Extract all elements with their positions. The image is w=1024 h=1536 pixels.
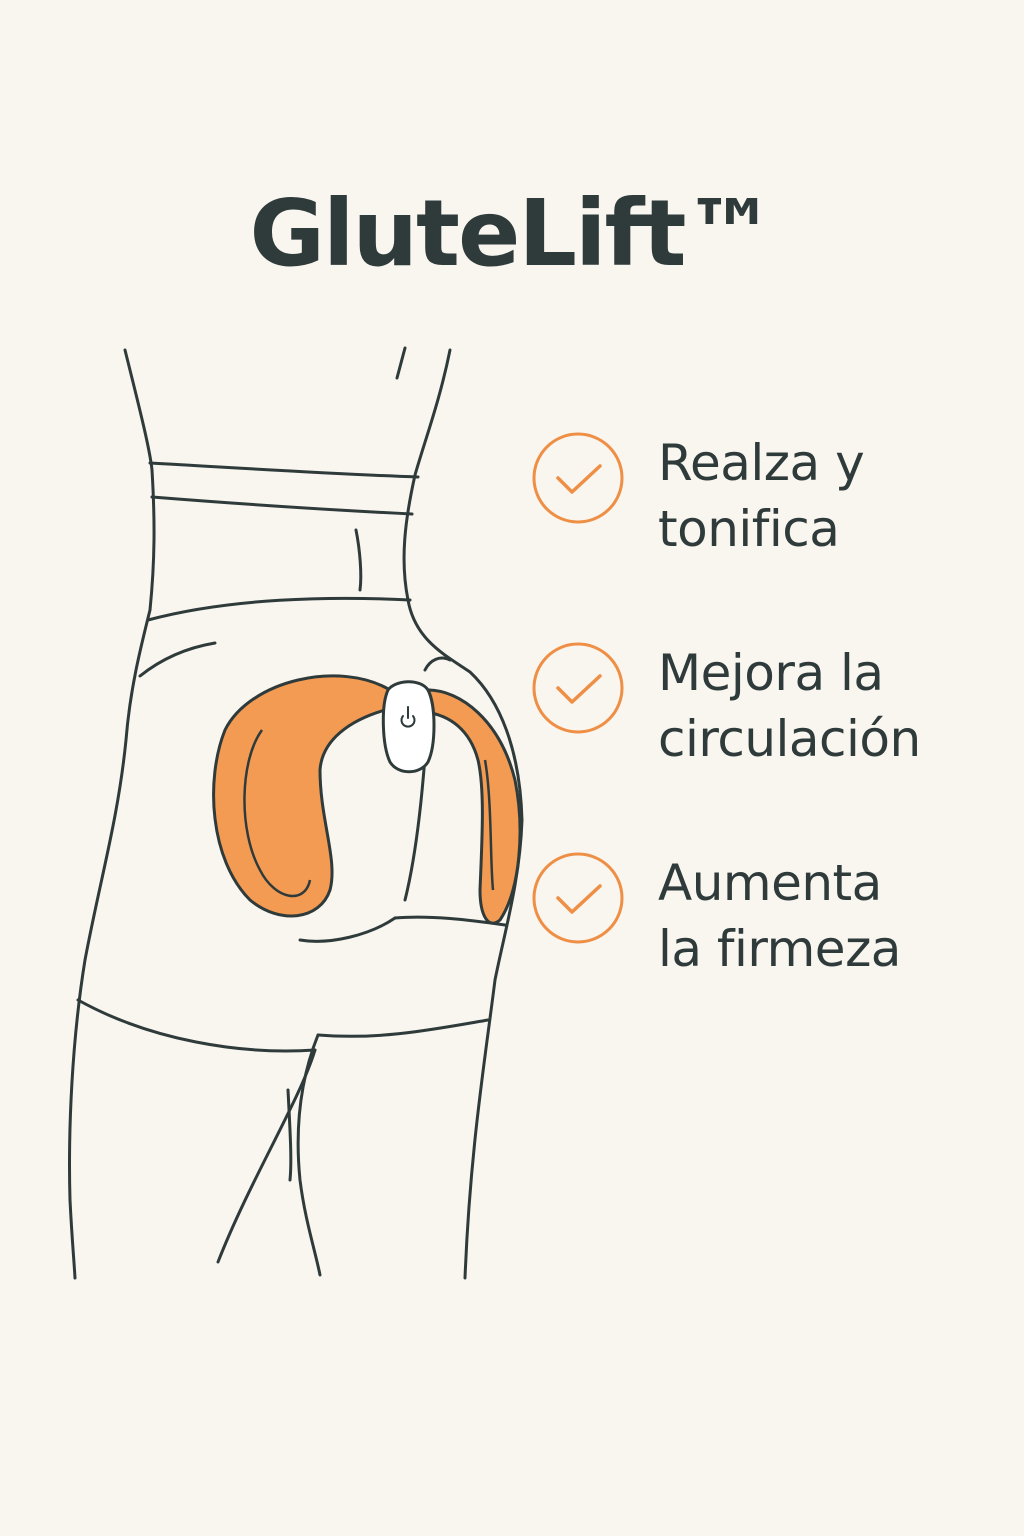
power-icon xyxy=(400,706,416,728)
lumbar-crease xyxy=(354,528,363,592)
benefit-item-1: Realza y tonifica xyxy=(530,430,1010,570)
check-circle-icon xyxy=(532,432,624,524)
glute-bottom-left xyxy=(298,916,397,943)
brief-left-edge xyxy=(138,641,217,678)
product-title: GluteLift™ xyxy=(249,180,776,287)
left-pad xyxy=(212,674,392,918)
waistband-bottom xyxy=(150,495,414,516)
check-circle-icon xyxy=(532,852,624,944)
benefit-item-3: Aumenta la firmeza xyxy=(530,850,1010,990)
spine-line xyxy=(395,346,407,380)
inner-thigh-left xyxy=(216,1048,317,1264)
glute-pads xyxy=(212,674,522,925)
check-circle-icon xyxy=(532,642,624,734)
glute-right-curl xyxy=(423,656,452,672)
right-pad xyxy=(423,688,522,925)
thigh-seam xyxy=(286,1088,293,1182)
waistband-top xyxy=(148,461,420,479)
right-pad-inner xyxy=(483,759,495,891)
benefit-item-2: Mejora la circulación xyxy=(530,640,1010,780)
brief-leg-right xyxy=(316,1018,490,1038)
brief-top-line xyxy=(146,596,412,622)
benefit-label: Aumenta la firmeza xyxy=(658,854,901,978)
benefit-label: Mejora la circulación xyxy=(658,644,921,768)
benefit-label: Realza y tonifica xyxy=(658,434,865,558)
control-unit xyxy=(381,680,436,774)
torso-left-outline xyxy=(68,348,156,1280)
inner-thigh-right xyxy=(296,1033,322,1277)
brief-leg-left xyxy=(76,998,317,1053)
left-pad-inner xyxy=(243,729,312,898)
